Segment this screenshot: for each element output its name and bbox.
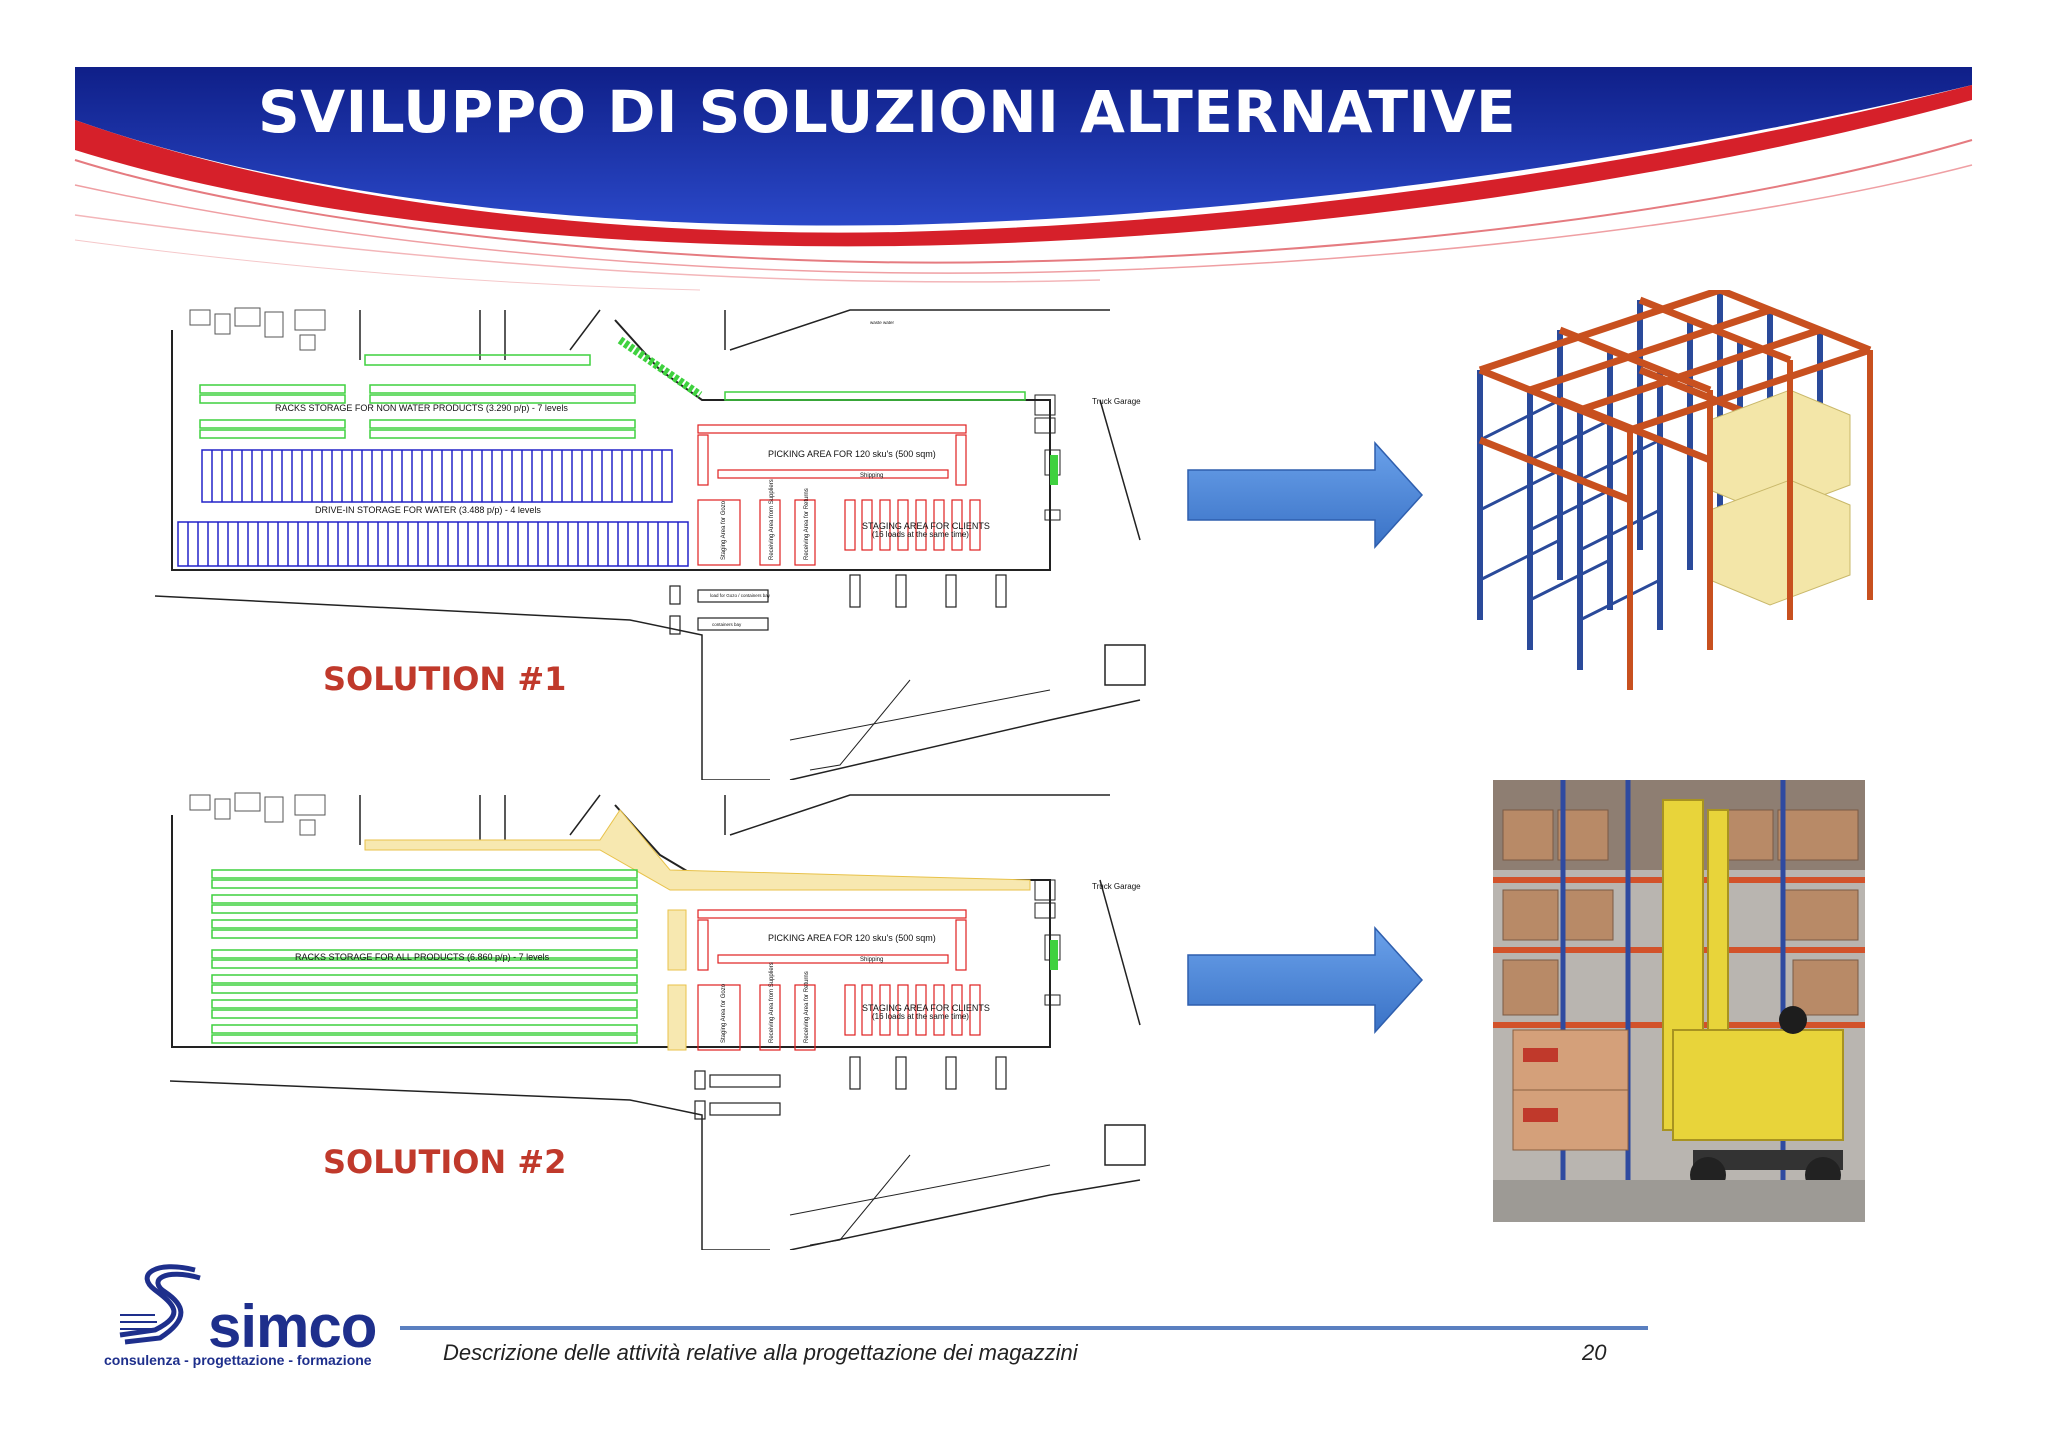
receiving-returns-label: Receiving Area for Returns [804,488,810,560]
receiving-suppliers-label-2: Receiving Area from Suppliers [769,962,775,1043]
racks-storage-all-label: RACKS STORAGE FOR ALL PRODUCTS (6.860 p/… [295,952,550,962]
slide-title: SVILUPPO DI SOLUZIONI ALTERNATIVE [258,78,1517,146]
staging-area-sub: (16 loads at the same time) [872,530,969,539]
staging-gozo-label-2: Staging Area for Gozo [721,983,727,1043]
logo-wordmark: simco [208,1293,377,1360]
truck-garage-label: Truck Garage [1092,397,1141,406]
picking-area-label-2: PICKING AREA FOR 120 sku's (500 sqm) [768,933,936,943]
drive-in-label: DRIVE-IN STORAGE FOR WATER (3.488 p/p) -… [315,505,541,515]
arrow-right-icon [1187,441,1424,549]
racks-storage-label: RACKS STORAGE FOR NON WATER PRODUCTS (3.… [275,403,568,413]
solution2-floor-plan: RACKS STORAGE FOR ALL PRODUCTS (6.860 p/… [150,785,1150,1250]
picking-area-label: PICKING AREA FOR 120 sku's (500 sqm) [768,449,936,459]
waste-water-label: waste water [870,320,895,325]
truck-garage-label-2: Truck Garage [1092,882,1141,891]
solution1-floor-plan: RACKS STORAGE FOR NON WATER PRODUCTS (3.… [150,300,1150,780]
receiving-suppliers-label: Receiving Area from Suppliers [769,479,775,560]
staging-area-label-2: STAGING AREA FOR CLIENTS [862,1003,990,1013]
forklift-photo [1493,780,1865,1222]
solution1-label: SOLUTION #1 [323,660,567,698]
containers-bay-label: containers bay [712,622,742,627]
page-number: 20 [1582,1340,1607,1365]
staging-area-sub-2: (16 loads at the same time) [872,1012,969,1021]
receiving-returns-label-2: Receiving Area for Returns [804,971,810,1043]
load-gozo-label: load for Gozo / containers bay [710,593,771,598]
header-banner [74,67,1973,291]
shipping-label: Shipping [860,473,883,479]
shipping-label-2: Shipping [860,957,883,963]
drive-in-rack-illustration [1477,290,1873,690]
simco-logo-icon [119,1264,201,1345]
logo-tagline: consulenza - progettazione - formazione [104,1352,372,1368]
solution2-label: SOLUTION #2 [323,1143,567,1181]
staging-area-label: STAGING AREA FOR CLIENTS [862,521,990,531]
footer-divider [400,1326,1648,1330]
arrow-right-icon [1187,926,1424,1034]
footer-text: Descrizione delle attività relative alla… [443,1340,1078,1365]
staging-gozo-label: Staging Area for Gozo [721,500,727,560]
